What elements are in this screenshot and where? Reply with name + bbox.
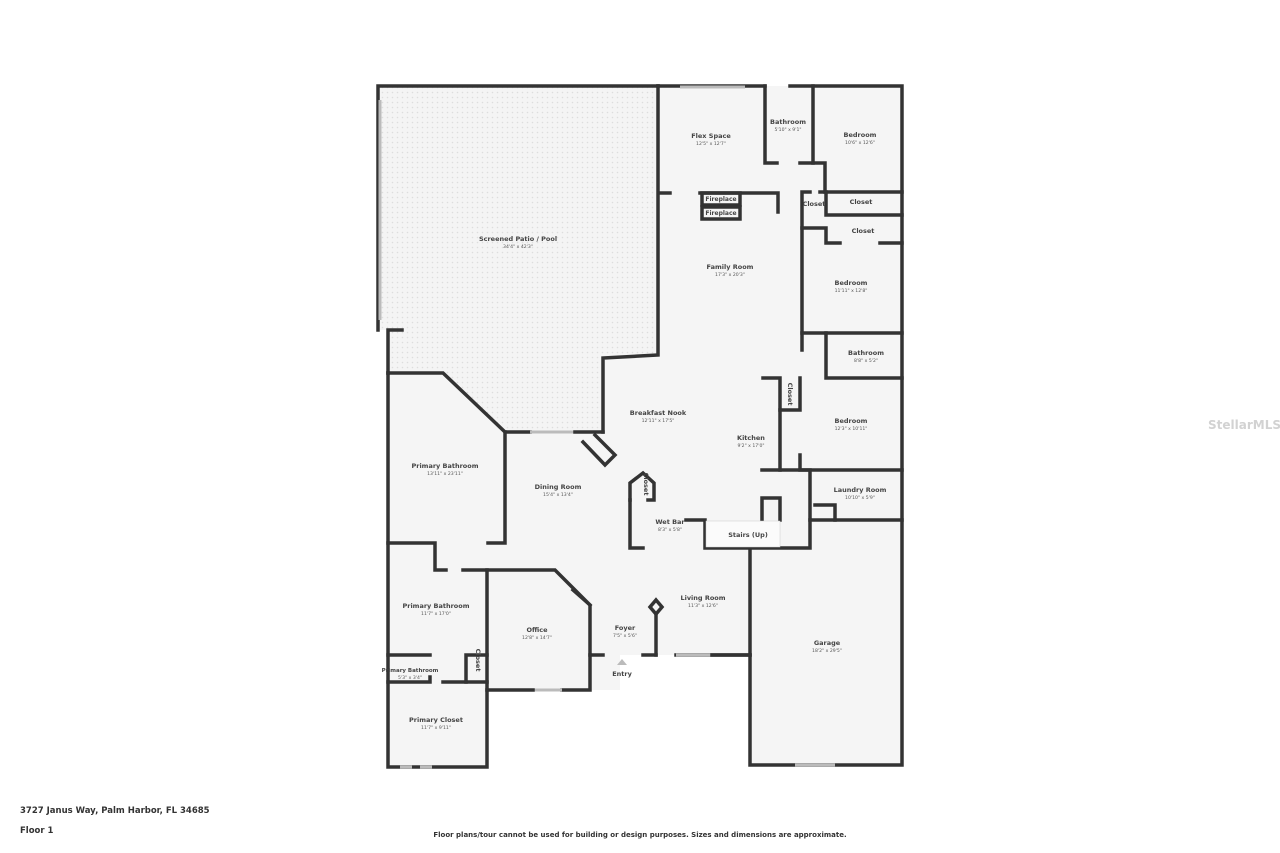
room-name: Living Room <box>680 594 725 602</box>
wall <box>813 503 837 522</box>
room-name: Closet <box>642 473 650 496</box>
patio-wall <box>376 84 660 332</box>
room-dims: 11'7" x 9'11" <box>421 725 451 731</box>
wall <box>601 84 660 434</box>
room-name: Kitchen <box>737 434 765 442</box>
room-name: Office <box>526 626 548 634</box>
room-name: Primary Bathroom <box>411 462 478 470</box>
room-name: Bedroom <box>835 417 868 425</box>
wall <box>800 226 842 245</box>
disclaimer: Floor plans/tour cannot be used for buil… <box>433 831 847 839</box>
wall <box>386 541 448 572</box>
room-dims: 5'3" x 3'4" <box>398 675 422 681</box>
room-dims: 9'2" x 17'0" <box>737 443 764 449</box>
room-dims: 12'11" x 17'5" <box>642 418 675 424</box>
room-name: Stairs (Up) <box>728 531 768 539</box>
address: 3727 Janus Way, Palm Harbor, FL 34685 <box>20 806 210 816</box>
fireplace-label: Fireplace <box>705 210 736 217</box>
room-name: Screened Patio / Pool <box>479 235 557 243</box>
entry-arrow-icon <box>617 659 627 665</box>
room-name: Closet <box>850 198 873 206</box>
room-name: Wet Bar <box>655 518 685 526</box>
room-dims: 7'5" x 5'6" <box>613 633 637 639</box>
exterior-wall <box>748 84 904 767</box>
entry-label: Entry <box>612 670 632 678</box>
room-dims: 11'3" x 12'6" <box>688 603 718 609</box>
floor-label: Floor 1 <box>20 826 54 836</box>
room-dims: 10'10" x 5'9" <box>845 495 875 501</box>
watermark: StellarMLS <box>1208 418 1280 432</box>
room-dims: 12'8" x 14'7" <box>522 635 552 641</box>
exterior-wall <box>386 371 535 769</box>
room-name: Family Room <box>707 263 754 271</box>
wall <box>628 470 656 502</box>
fireplace-box <box>700 205 742 221</box>
room-name: Bedroom <box>844 131 877 139</box>
room-name: Laundry Room <box>834 486 887 494</box>
room-name: Closet <box>786 383 794 406</box>
wall <box>778 376 802 412</box>
wall <box>464 653 489 684</box>
wall <box>800 331 904 380</box>
fireplace-label: Fireplace <box>705 196 736 203</box>
room-name: Bathroom <box>848 349 884 357</box>
room-name: Primary Closet <box>409 716 463 724</box>
room-dims: 10'6" x 12'6" <box>845 140 875 146</box>
room-name: Garage <box>814 639 841 647</box>
room-dims: 15'4" x 13'4" <box>543 492 573 498</box>
patio-wall <box>386 328 404 375</box>
stairs <box>705 520 781 548</box>
room-dims: 12'3" x 10'11" <box>835 426 868 432</box>
room-name: Closet <box>474 649 482 672</box>
fireplace-box <box>700 191 742 207</box>
room-name: Dining Room <box>535 483 582 491</box>
room-dims: 11'11" x 12'8" <box>835 288 868 294</box>
wall <box>684 518 812 550</box>
room-dims: 8'8" x 5'2" <box>854 358 878 364</box>
wall <box>628 498 645 550</box>
room-dims: 8'3" x 5'8" <box>658 527 682 533</box>
wall <box>761 376 782 472</box>
room-name: Primary Bathroom <box>402 602 469 610</box>
wall <box>461 568 593 608</box>
room-dims: 17'3" x 20'3" <box>715 272 745 278</box>
room-labels: Screened Patio / Pool 34'4" x 42'3" Flex… <box>382 118 887 731</box>
room-dims: 11'7" x 17'0" <box>421 611 451 617</box>
room-dims: 13'11" x 23'11" <box>427 471 463 477</box>
room-dims: 12'5" x 12'7" <box>696 141 726 147</box>
patio-floor <box>378 86 658 432</box>
wall <box>386 675 432 684</box>
wall <box>800 190 812 352</box>
wall <box>760 468 904 522</box>
room-name: Bathroom <box>770 118 806 126</box>
exterior-wall <box>560 653 592 692</box>
room-name: Closet <box>852 227 875 235</box>
wall <box>824 190 904 217</box>
wall <box>486 430 507 545</box>
room-name: Flex Space <box>691 132 731 140</box>
room-name: Primary Bathroom <box>382 668 439 674</box>
room-name: Closet <box>803 200 826 208</box>
wall <box>763 84 779 165</box>
room-name: Bedroom <box>835 279 868 287</box>
house-floor <box>388 86 902 767</box>
wall <box>580 432 618 468</box>
room-dims: 34'4" x 42'3" <box>503 244 533 250</box>
room-name: Breakfast Nook <box>630 409 687 417</box>
wall <box>798 161 827 194</box>
room-name: Foyer <box>615 624 636 632</box>
room-dims: 18'2" x 29'5" <box>812 648 842 654</box>
room-dims: 5'10" x 9'1" <box>774 127 801 133</box>
wall <box>760 496 782 522</box>
